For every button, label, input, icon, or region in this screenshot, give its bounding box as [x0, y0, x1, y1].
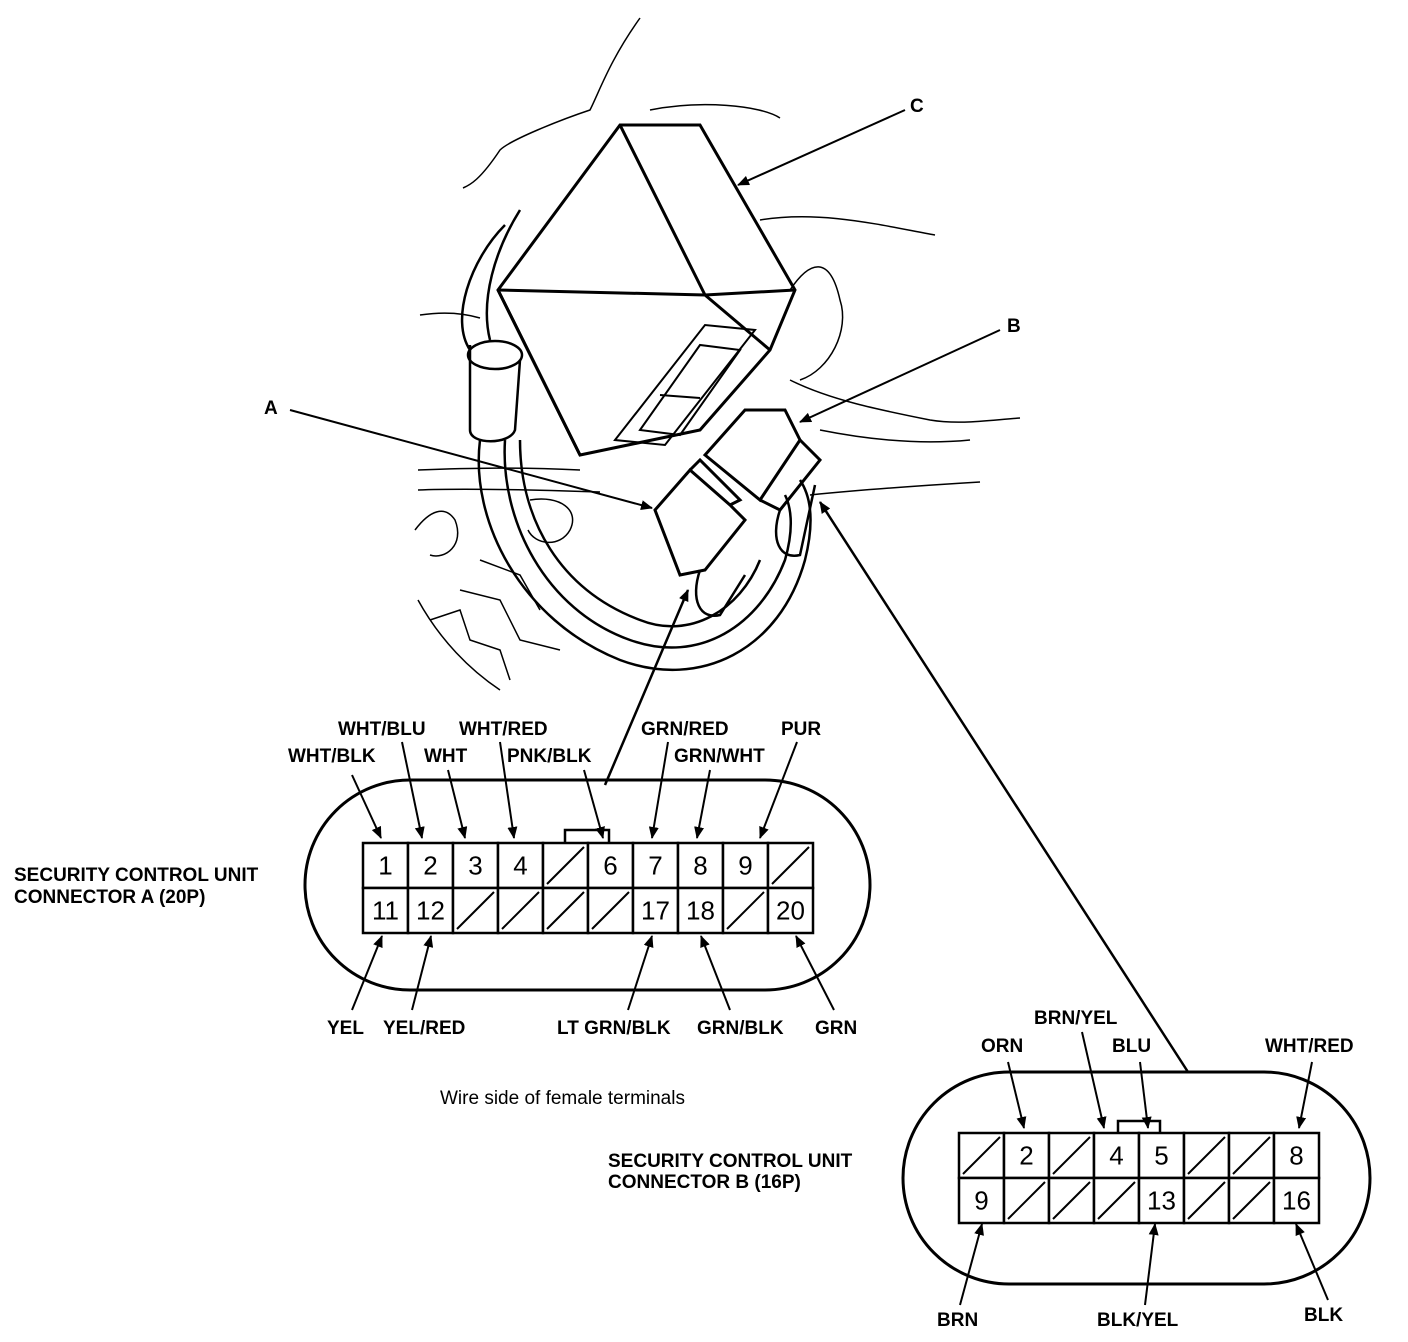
wire-label-a4: WHT/RED	[459, 719, 548, 740]
wire-label-b8: WHT/RED	[1265, 1036, 1354, 1057]
connector-b: 2 4 5 8 9 13 16 SECURITY CONTROL UNIT CONNECTO…	[608, 1008, 1372, 1331]
connector-a-pin-3: 3	[468, 851, 482, 881]
connector-b-unused-cavity-slash	[962, 1136, 1001, 1175]
connector-a-title-line1: SECURITY CONTROL UNIT	[14, 865, 259, 886]
wire-label-b13: BLK/YEL	[1097, 1310, 1179, 1331]
connector-a-pin-2: 2	[423, 851, 437, 881]
connector-b-cavity	[1137, 1131, 1186, 1180]
wire-label-a12: YEL/RED	[383, 1018, 465, 1039]
connector-b-pin-grid: 2 4 5 8 9 13 16	[957, 1131, 1321, 1225]
callout-b: B	[1007, 316, 1021, 337]
connector-b-unused-cavity-slash	[1232, 1181, 1271, 1220]
leader-a	[289, 409, 653, 510]
connector-b-unused-cavity-slash	[1052, 1136, 1091, 1175]
connector-a-pin-11: 11	[372, 896, 399, 926]
wire-label-a17: LT GRN/BLK	[557, 1018, 671, 1039]
connector-a-pin-6: 6	[603, 851, 617, 881]
connector-b-unused-cavity-slash	[1052, 1181, 1091, 1220]
wire-label-a18: GRN/BLK	[697, 1018, 784, 1039]
wire-label-a6: PNK/BLK	[507, 746, 592, 767]
connector-b-pointer	[818, 501, 1190, 1073]
wire-side-note: Wire side of female terminals	[440, 1088, 685, 1109]
connector-a-cavity	[676, 886, 725, 935]
connector-b-cavity	[1272, 1176, 1321, 1225]
wire-label-a9: PUR	[781, 719, 821, 740]
connector-a-cavity	[586, 841, 635, 890]
connector-b-pin-9: 9	[974, 1186, 988, 1216]
wire-label-b16: BLK	[1304, 1305, 1343, 1326]
wire-label-a3: WHT	[424, 746, 468, 767]
connector-b-unused-cavity-slash	[1232, 1136, 1271, 1175]
connector-a-pin-7: 7	[648, 851, 662, 881]
callout-a: A	[264, 398, 278, 419]
connector-a-title-line2: CONNECTOR A (20P)	[14, 887, 205, 908]
connector-a-cavity	[766, 886, 815, 935]
connector-b-housing	[901, 1070, 1372, 1286]
connector-a-pin-18: 18	[686, 896, 715, 926]
connector-a-pin-20: 20	[776, 896, 805, 926]
connector-b-cavity	[1137, 1176, 1186, 1225]
connector-b-cavity	[1272, 1131, 1321, 1180]
unit-illustration	[414, 17, 1021, 691]
connector-b-cavity	[1002, 1131, 1051, 1180]
wire-label-a7: GRN/RED	[641, 719, 729, 740]
wire-label-a20: GRN	[815, 1018, 857, 1039]
connector-b-pin-8: 8	[1289, 1141, 1303, 1171]
connector-b-pin-13: 13	[1147, 1186, 1176, 1216]
connector-a-unused-cavity-slash	[501, 891, 540, 930]
connector-a-pin-1: 1	[378, 851, 392, 881]
connector-a-unused-cavity-slash	[591, 891, 630, 930]
connector-b-title-line2: CONNECTOR B (16P)	[608, 1172, 801, 1193]
connector-a-pin-17: 17	[641, 896, 670, 926]
connector-a-unused-cavity-slash	[726, 891, 765, 930]
connector-a-cavity	[631, 841, 680, 890]
connector-b-pin-16: 16	[1282, 1186, 1311, 1216]
wire-label-b4: BRN/YEL	[1034, 1008, 1118, 1029]
connector-a-unused-cavity-slash	[546, 846, 585, 885]
leader-c	[737, 109, 906, 186]
connector-a-unused-cavity-slash	[456, 891, 495, 930]
callout-c: C	[910, 96, 924, 117]
wire-label-b9: BRN	[937, 1310, 978, 1331]
wire-label-a1: WHT/BLK	[288, 746, 376, 767]
connector-b-unused-cavity-slash	[1187, 1181, 1226, 1220]
connector-b-title-line1: SECURITY CONTROL UNIT	[608, 1151, 853, 1172]
connector-b-pin-4: 4	[1109, 1141, 1123, 1171]
connector-a-cavity	[406, 886, 455, 935]
connector-a-pointer	[603, 589, 690, 786]
connector-a-pin-12: 12	[416, 896, 445, 926]
wire-label-a2: WHT/BLU	[338, 719, 426, 740]
wire-label-b2: ORN	[981, 1036, 1023, 1057]
connector-a-unused-cavity-slash	[546, 891, 585, 930]
connector-a-pin-4: 4	[513, 851, 527, 881]
wire-label-b5: BLU	[1112, 1036, 1151, 1057]
wire-label-a8: GRN/WHT	[674, 746, 765, 767]
connector-a-pin-9: 9	[738, 851, 752, 881]
connector-b-unused-cavity-slash	[1187, 1136, 1226, 1175]
connector-b-pin-2: 2	[1019, 1141, 1033, 1171]
leader-b	[799, 329, 1001, 423]
connector-a-pin-8: 8	[693, 851, 707, 881]
connector-a-unused-cavity-slash	[771, 846, 810, 885]
connector-b-pin-5: 5	[1154, 1141, 1168, 1171]
connector-b-unused-cavity-slash	[1097, 1181, 1136, 1220]
wire-label-a11: YEL	[327, 1018, 364, 1039]
connector-a-cavity	[676, 841, 725, 890]
connector-b-unused-cavity-slash	[1007, 1181, 1046, 1220]
